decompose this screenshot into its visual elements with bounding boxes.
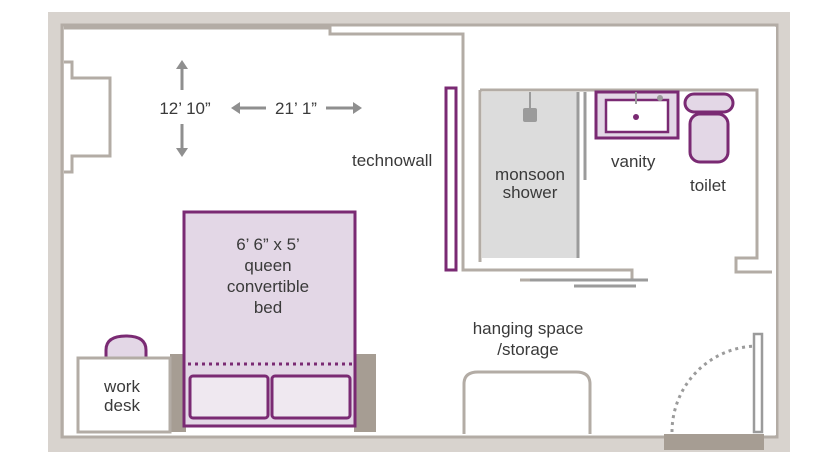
desk-label-line2: desk: [104, 396, 140, 415]
width-dimension: 21’ 1”: [275, 99, 317, 118]
shower-label-line2: shower: [503, 183, 558, 202]
nightstand-left: [170, 354, 186, 432]
outer-wall-outline: [60, 23, 779, 439]
room-wall: [64, 26, 634, 282]
storage-label-line2: /storage: [497, 340, 558, 359]
bed-label-line4: bed: [254, 298, 282, 317]
desk-chair: [104, 334, 148, 360]
window-notch: [64, 60, 112, 174]
shower-label-line1: monsoon: [495, 165, 565, 184]
door: [752, 332, 764, 434]
faucet-knob: [657, 95, 663, 101]
toilet-tank: [683, 92, 735, 114]
toilet-label: toilet: [690, 176, 726, 195]
width-arrow: [231, 102, 362, 114]
bed-label-line1: 6’ 6” x 5’: [236, 235, 300, 254]
toilet-bowl: [688, 112, 730, 164]
drain-icon: [633, 114, 639, 120]
closet-rail: [530, 278, 648, 288]
storage-unit: [462, 370, 592, 434]
pillow-right: [270, 374, 352, 420]
technowall: [444, 86, 458, 272]
height-dimension: 12’ 10”: [159, 99, 211, 118]
work-desk: [76, 356, 172, 434]
bed-label-line3: convertible: [227, 277, 309, 296]
pillow-left: [188, 374, 270, 420]
storage-label-line1: hanging space: [473, 319, 584, 338]
nightstand-right: [354, 354, 376, 432]
shower-head-icon: [523, 108, 537, 122]
height-arrow: [176, 60, 188, 157]
bed-label-line2: queen: [244, 256, 291, 275]
door-threshold: [664, 434, 764, 450]
desk-label-line1: work: [103, 377, 140, 396]
bathroom-wall: [480, 88, 772, 274]
vanity-label: vanity: [611, 152, 656, 171]
technowall-label: technowall: [352, 151, 432, 170]
